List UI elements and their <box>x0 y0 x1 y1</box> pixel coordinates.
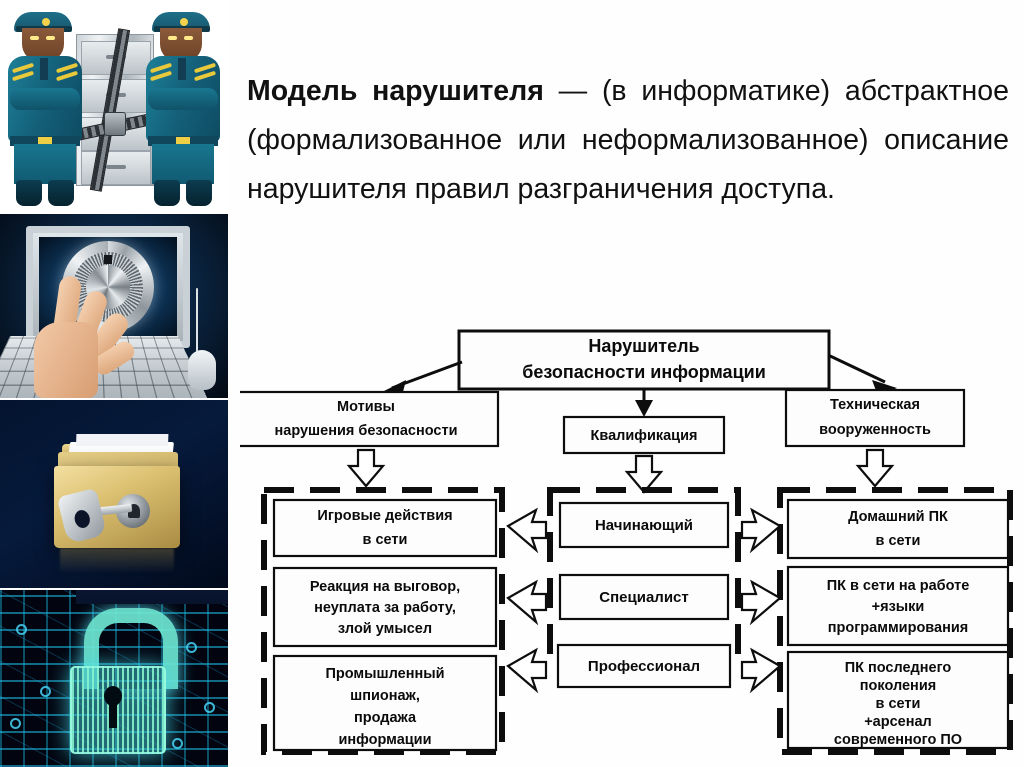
motives-line-1: Мотивы <box>337 399 395 415</box>
tech-3-line-4: +арсенал <box>864 714 932 730</box>
motive-2-line-1: Реакция на выговор, <box>310 579 460 595</box>
qualification-down-arrow <box>624 454 664 494</box>
motive-3-line-2: шпионаж, <box>350 688 420 704</box>
illustration-column <box>0 0 232 767</box>
root-to-motives-arrow <box>380 360 463 396</box>
node-technical-1: Домашний ПК в сети <box>786 498 1010 560</box>
node-technical-3: ПК последнего поколения в сети +арсенал … <box>786 650 1010 750</box>
technical-down-arrow <box>855 448 895 488</box>
qual-1-to-motive-1-arrow <box>506 507 548 554</box>
motive-1-line-2: в сети <box>363 532 408 548</box>
motives-group-frame <box>261 487 505 755</box>
node-category-qualification: Квалификация <box>562 415 726 455</box>
root-to-qualification-arrow <box>635 390 653 417</box>
qual-2-to-motive-2-arrow <box>506 579 548 626</box>
hand-graphic <box>34 274 138 398</box>
definition-body: — (в информатике) абстрактное (формализо… <box>247 74 1009 205</box>
mouse-cord <box>196 288 198 352</box>
qualification-group-frame <box>547 487 741 663</box>
node-qualification-2: Специалист <box>558 573 730 621</box>
tech-3-line-3: в сети <box>876 696 921 712</box>
node-root: Нарушитель безопасности информации <box>457 329 831 391</box>
qual-3-to-motive-3-arrow <box>506 647 548 694</box>
guard-figure-left <box>6 8 84 206</box>
image-circuit-board-padlock <box>0 590 228 767</box>
node-motive-1: Игровые действия в сети <box>272 498 498 558</box>
slide-definition-text: Модель нарушителя — (в информатике) абст… <box>247 67 1009 214</box>
tech-1-line-1: Домашний ПК <box>848 509 948 525</box>
tech-3-line-5: современного ПО <box>834 732 962 748</box>
node-qualification-1: Начинающий <box>558 501 730 549</box>
node-motive-3: Промышленный шпионаж, продажа информации <box>272 654 498 752</box>
tech-2-line-2: +языки <box>872 599 925 615</box>
node-category-technical: Техническая вооруженность <box>784 388 966 448</box>
digital-padlock-icon <box>66 608 178 754</box>
motive-2-line-3: злой умысел <box>338 621 432 637</box>
motive-1-line-1: Игровые действия <box>317 508 452 524</box>
qual-3-label: Профессионал <box>588 658 700 675</box>
tech-3-line-1: ПК последнего <box>845 660 952 676</box>
motive-3-line-1: Промышленный <box>325 666 444 682</box>
motives-line-2: нарушения безопасности <box>275 423 458 439</box>
motive-3-line-3: продажа <box>354 710 417 726</box>
root-line-1: Нарушитель <box>588 336 699 356</box>
tech-2-line-1: ПК в сети на работе <box>827 578 970 594</box>
technical-line-2: вооруженность <box>819 422 931 438</box>
root-line-2: безопасности информации <box>522 362 766 382</box>
mouse-graphic <box>188 350 216 390</box>
tech-2-line-3: программирования <box>828 620 968 636</box>
node-motive-2: Реакция на выговор, неуплата за работу, … <box>272 566 498 648</box>
qual-1-label: Начинающий <box>595 517 693 534</box>
image-hand-safe-dial-monitor <box>0 214 228 398</box>
qual-3-to-tech-3-arrow <box>740 647 782 694</box>
technical-group-frame <box>777 487 1013 755</box>
motive-2-line-2: неуплата за работу, <box>314 600 456 616</box>
image-folder-with-key-lock <box>0 400 228 588</box>
guard-figure-right <box>144 8 222 206</box>
image-guards-safe-cabinet <box>0 0 228 212</box>
padlock-graphic <box>104 112 126 136</box>
qual-2-to-tech-2-arrow <box>740 579 782 626</box>
tech-1-line-2: в сети <box>876 533 921 549</box>
qual-1-to-tech-1-arrow <box>740 507 782 554</box>
tech-3-line-2: поколения <box>860 678 936 694</box>
qual-2-label: Специалист <box>599 589 688 606</box>
qualification-label: Квалификация <box>591 428 698 444</box>
offender-model-diagram: Нарушитель безопасности информации Мотив… <box>240 300 1024 767</box>
motives-down-arrow <box>346 448 386 488</box>
node-category-motives: Мотивы нарушения безопасности <box>240 390 500 448</box>
node-technical-2: ПК в сети на работе +языки программирова… <box>786 565 1010 647</box>
motive-3-line-4: информации <box>338 732 431 748</box>
node-qualification-3: Профессионал <box>556 643 732 689</box>
technical-line-1: Техническая <box>830 397 920 413</box>
term-model-narushitelya: Модель нарушителя <box>247 74 544 107</box>
diagram-svg: Нарушитель безопасности информации Мотив… <box>240 329 1013 755</box>
